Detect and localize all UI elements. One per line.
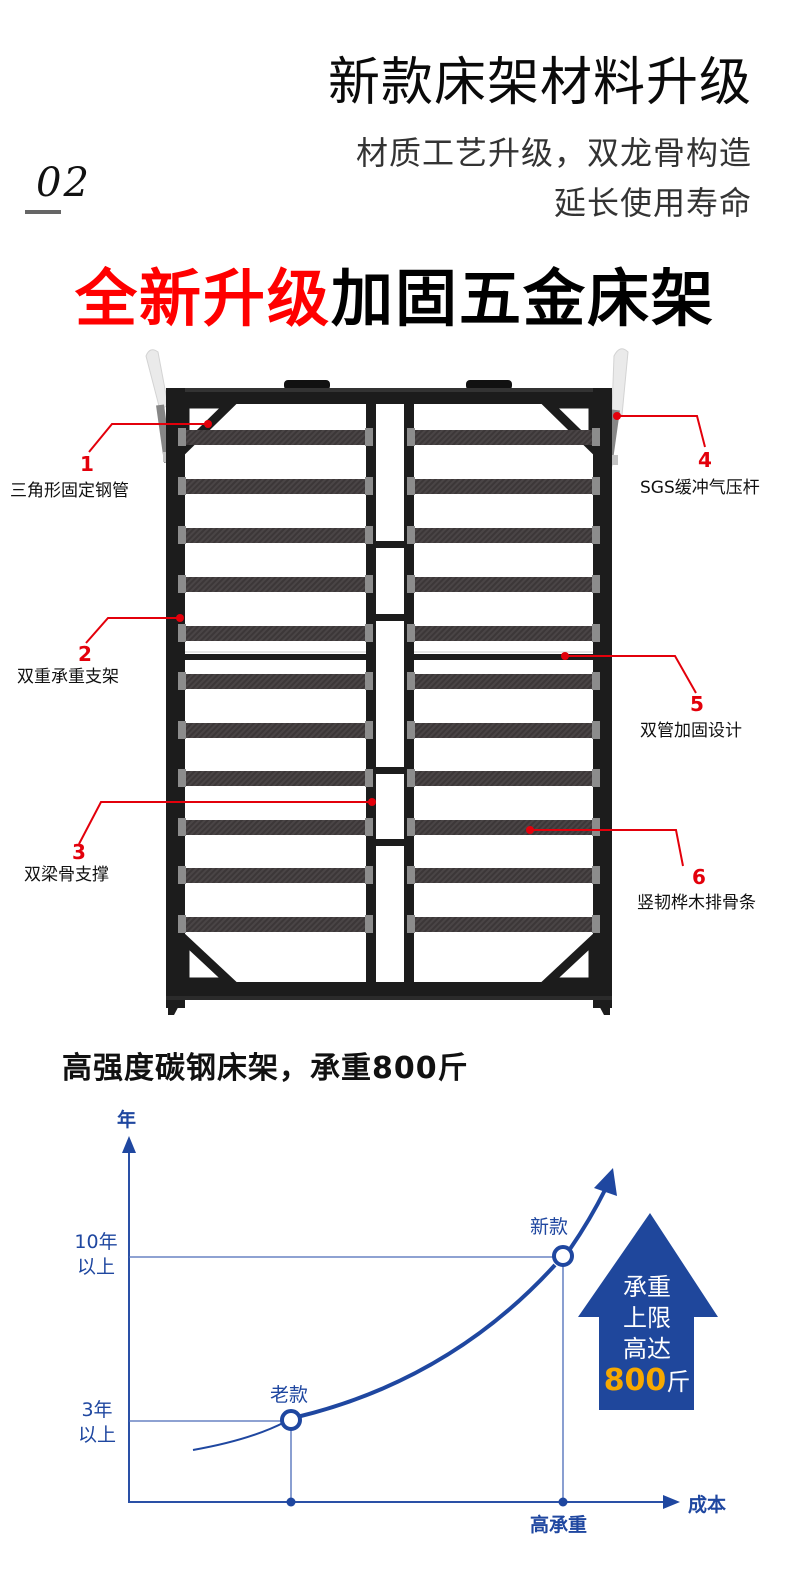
- callout-1-number: 1: [80, 452, 94, 476]
- callout-3-label: 双梁骨支撑: [24, 865, 109, 885]
- subtitle-line-2: 延长使用寿命: [553, 184, 752, 222]
- subtitle-line-1: 材质工艺升级，双龙骨构造: [355, 134, 752, 172]
- load-value: 800: [603, 1363, 667, 1398]
- chart-graphics: [122, 1136, 718, 1509]
- callout-5-label: 双管加固设计: [640, 721, 742, 741]
- page-title: 新款床架材料升级: [327, 53, 752, 113]
- point-label-new: 新款: [530, 1216, 569, 1238]
- strength-title: 高强度碳钢床架，承重800斤: [62, 1051, 469, 1086]
- load-limit-annotation: 承重 上限 高达 800斤: [603, 1273, 691, 1398]
- y-axis-label: 年: [117, 1109, 137, 1131]
- callout-6-number: 6: [692, 865, 706, 889]
- lifespan-chart: 年 成本 10年 以上 3年 以上 老款 新款 高承重 承重 上限 高达 800…: [0, 1090, 790, 1581]
- callout-5-number: 5: [690, 692, 704, 716]
- bed-frame-diagram: 1 三角形固定钢管 2 双重承重支架 3 双梁骨支撑 4 SGS缓冲气压杆 5 …: [0, 340, 790, 1030]
- x-tick-high-load: 高承重: [530, 1514, 588, 1536]
- section-number-underline: [25, 210, 61, 214]
- callout-4-label: SGS缓冲气压杆: [640, 478, 760, 498]
- section-number: 02: [36, 160, 91, 206]
- callout-4-number: 4: [698, 448, 712, 472]
- callout-3-number: 3: [72, 840, 86, 864]
- y-tick-3-years: 3年 以上: [77, 1399, 116, 1446]
- callout-2-number: 2: [78, 642, 92, 666]
- callout-6-label: 竖韧桦木排骨条: [637, 893, 756, 913]
- x-axis-label: 成本: [688, 1494, 727, 1516]
- callout-1-label: 三角形固定钢管: [10, 481, 129, 501]
- headline-rest: 加固五金床架: [331, 262, 716, 335]
- slats-left: [185, 430, 366, 932]
- callout-2-label: 双重承重支架: [17, 667, 119, 687]
- slats-right: [414, 430, 593, 932]
- bed-frame-illustration: [78, 348, 706, 1015]
- headline-highlight: 全新升级: [74, 262, 331, 335]
- y-tick-10-years: 10年 以上: [74, 1231, 118, 1278]
- headline: 全新升级加固五金床架: [0, 248, 790, 338]
- load-unit: 斤: [666, 1368, 691, 1396]
- point-label-old: 老款: [270, 1384, 309, 1406]
